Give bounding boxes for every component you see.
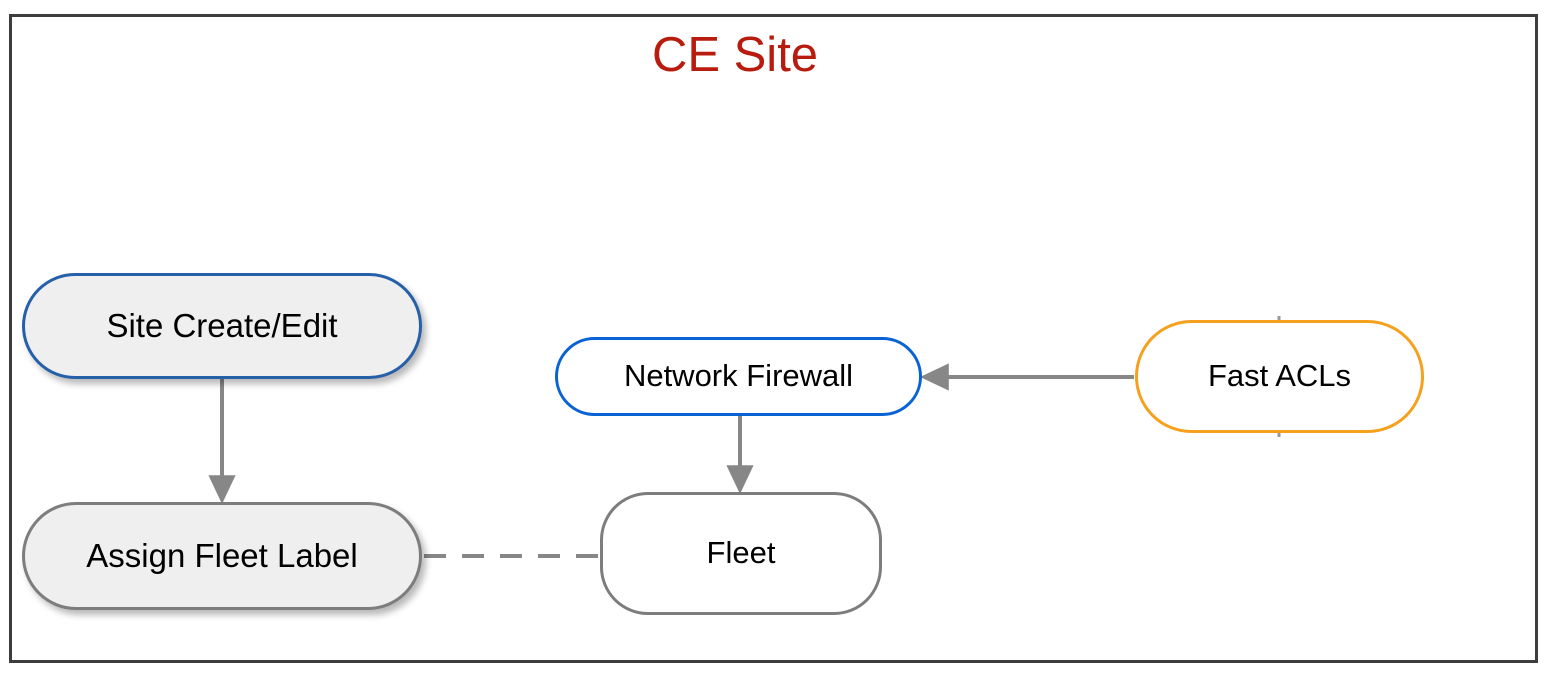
node-fleet[interactable]: Fleet — [600, 492, 882, 615]
page-title: CE Site — [651, 28, 819, 82]
node-fleet-label: Fleet — [706, 535, 776, 571]
node-fast-acls-label: Fast ACLs — [1208, 358, 1351, 394]
node-fast-acls[interactable]: Fast ACLs — [1135, 320, 1424, 433]
node-network-firewall-label: Network Firewall — [623, 358, 854, 394]
node-assign-fleet-label-label: Assign Fleet Label — [86, 536, 358, 574]
node-site-create-edit[interactable]: Site Create/Edit — [22, 273, 422, 379]
node-site-create-edit-label: Site Create/Edit — [106, 306, 338, 344]
node-assign-fleet-label[interactable]: Assign Fleet Label — [22, 502, 422, 610]
node-network-firewall[interactable]: Network Firewall — [555, 337, 922, 416]
